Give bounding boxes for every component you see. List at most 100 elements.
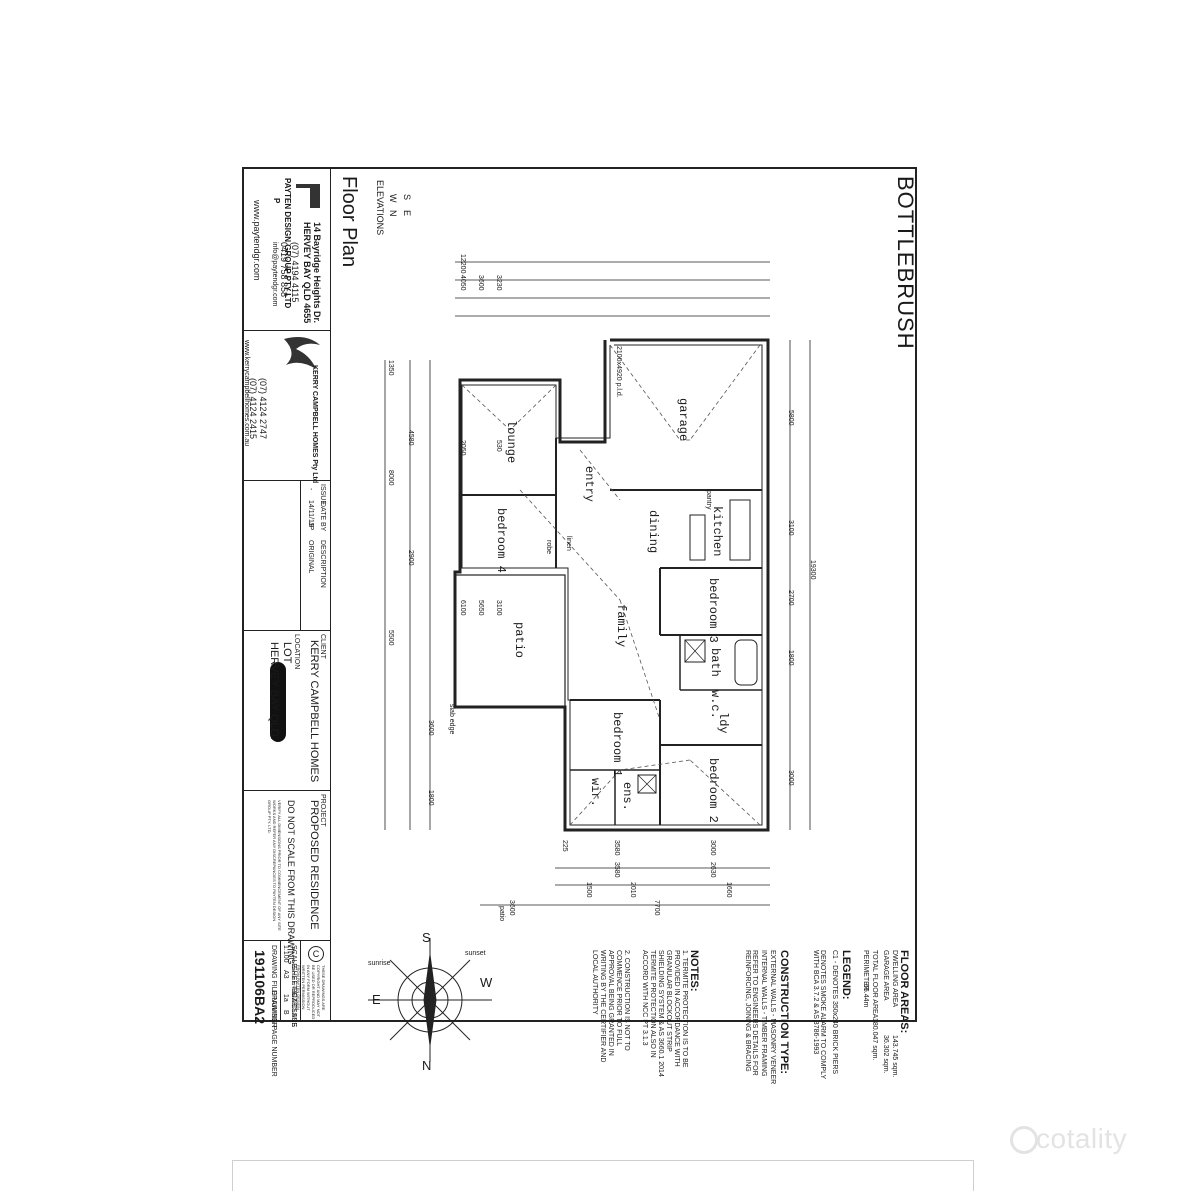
room-lounge: lounge xyxy=(504,420,518,464)
outer-wall xyxy=(453,338,770,832)
dim-left-7: 1800 xyxy=(427,790,434,806)
total-area-label: TOTAL FLOOR AREA xyxy=(871,950,878,1019)
dim-right-overall: 19300 xyxy=(809,560,816,580)
legend-item-1: C1 - DENOTES 350x240 BRICK PIERS xyxy=(831,950,838,1075)
dim-left-4: 2900 xyxy=(407,550,414,566)
construction-item-1: EXTERNAL WALLS - MASONRY VENEER xyxy=(769,950,776,1085)
construction-item-2: INTERNAL WALLS - TIMBER FRAMING xyxy=(760,950,767,1077)
dim-right-4: 1800 xyxy=(787,650,794,666)
paper-edge xyxy=(232,1160,974,1191)
room-wir: wir. xyxy=(588,778,602,807)
compass-north-label: N xyxy=(422,1058,432,1073)
title-block-divider xyxy=(242,630,330,631)
dim-top-2a: 3600 xyxy=(477,275,484,291)
copyright-symbol: C xyxy=(308,946,324,962)
dim-bottom-overall: 7700 xyxy=(653,900,660,916)
dim-left-3: 8000 xyxy=(387,470,394,486)
legend-item-2: DENOTES SMOKE ALARM TO COMPLY WITH BCA 3… xyxy=(812,950,826,1080)
title-block-divider xyxy=(242,480,330,481)
title-block-divider xyxy=(300,480,301,630)
perimeter-value: 65.44m xyxy=(862,984,869,1008)
dwelling-area-value: 143.745 sqm. xyxy=(891,1035,898,1078)
dim-top-1a: 4050 xyxy=(459,275,466,291)
dim-right-3: 2700 xyxy=(787,590,794,606)
compass-sunrise-label: sunrise xyxy=(368,960,391,967)
dim-left-6: 3600 xyxy=(427,720,434,736)
compass-rose xyxy=(368,938,492,1062)
room-bath: bath xyxy=(708,648,722,677)
room-laundry: ldy xyxy=(716,712,730,734)
dim-bottom-3a: 1500 xyxy=(585,882,592,898)
notes-heading: NOTES: xyxy=(688,950,700,992)
dim-bottom-1c: 3000 xyxy=(709,840,716,856)
kitchen-bench xyxy=(729,499,751,561)
dim-right-5: 3000 xyxy=(787,770,794,786)
drawing-sheet xyxy=(242,167,917,1022)
room-ensuite: ens. xyxy=(620,782,634,811)
watermark-logo-icon xyxy=(1010,1126,1038,1154)
compass-south-label: S xyxy=(422,930,431,945)
dim-right-1: 5800 xyxy=(787,410,794,426)
kerry-campbell-logo xyxy=(276,335,326,375)
dim-top-3a: 3230 xyxy=(495,275,502,291)
svg-text:P: P xyxy=(272,198,281,204)
room-bedroom-2: bedroom 2 xyxy=(706,758,720,823)
dim-bottom-1b: 3580 xyxy=(613,840,620,856)
dim-bottom-patio-label: patio xyxy=(498,906,505,922)
dim-top-3c: 3100 xyxy=(495,600,502,616)
dim-bottom-2b: 2630 xyxy=(709,862,716,878)
dim-bottom-patio: 3600 xyxy=(508,900,515,916)
shower xyxy=(684,639,706,663)
watermark-text: cotality xyxy=(1036,1123,1128,1154)
room-linen: linen xyxy=(565,536,572,551)
kitchen-island xyxy=(689,514,706,561)
title-block-divider xyxy=(280,940,281,1022)
title-block-divider xyxy=(242,330,330,331)
dim-bottom-3c: 1660 xyxy=(725,882,732,898)
room-patio: patio xyxy=(512,622,526,659)
room-bedroom-3: bedroom 3 xyxy=(706,578,720,643)
room-bedroom-4: bedroom 4 xyxy=(494,508,508,573)
total-area-value: 180.047 sqm. xyxy=(871,1018,878,1061)
slab-edge-label: slab edge xyxy=(448,704,455,735)
dwelling-area-label: DWELLING AREA xyxy=(891,950,898,1008)
note-2: 2. CONSTRUCTION IS NOT TO COMMENCE PRIOR… xyxy=(591,950,630,1063)
compass-sunset-label: sunset xyxy=(465,950,486,957)
floor-areas-heading: FLOOR AREAS: xyxy=(898,950,910,1034)
dim-left-5: 5500 xyxy=(387,630,394,646)
room-dining: dining xyxy=(646,510,660,554)
compass-east-label: E xyxy=(372,992,381,1007)
title-block-divider xyxy=(242,940,330,941)
room-entry: entry xyxy=(582,466,596,503)
dim-top-2b: 5650 xyxy=(477,600,484,616)
garage-area-label: GARAGE AREA xyxy=(882,950,889,1001)
dim-left-1: 1350 xyxy=(387,360,394,376)
ens-shower xyxy=(637,774,657,794)
dim-right-2: 3100 xyxy=(787,520,794,536)
room-pantry: pantry xyxy=(705,490,712,510)
dim-top-1c: 6100 xyxy=(459,600,466,616)
title-block-divider xyxy=(300,940,301,1022)
patio-outline xyxy=(454,574,566,708)
garage-door-label: 2100x4920 p.l.d. xyxy=(615,346,622,398)
note-1: 1. TERMITE PROTECTION IS TO BE PROVIDED … xyxy=(641,950,688,1077)
lot-redaction xyxy=(270,662,286,742)
compass-west-label: W xyxy=(480,975,493,990)
payten-logo: P xyxy=(266,180,326,220)
dim-top-1b: 2050 xyxy=(459,440,466,456)
dim-top-3b: 530 xyxy=(495,440,502,452)
legend-heading: LEGEND: xyxy=(840,950,852,1000)
construction-item-3: REFER TO ENGINEERS DETAILS FOR REINFORCI… xyxy=(744,950,758,1076)
room-kitchen: kitchen xyxy=(710,506,724,557)
bath-tub xyxy=(734,639,758,686)
construction-heading: CONSTRUCTION TYPE: xyxy=(778,950,790,1075)
dim-bottom-3b: 2010 xyxy=(629,882,636,898)
title-block-divider xyxy=(330,167,331,1022)
room-family: family xyxy=(614,604,628,648)
dim-top-overall: 12200 xyxy=(459,254,466,274)
title-block-divider xyxy=(242,790,330,791)
room-bedroom-1: bedroom 1 xyxy=(610,712,624,777)
dim-bottom-2a: 3580 xyxy=(613,862,620,878)
room-robe: robe xyxy=(545,540,552,555)
